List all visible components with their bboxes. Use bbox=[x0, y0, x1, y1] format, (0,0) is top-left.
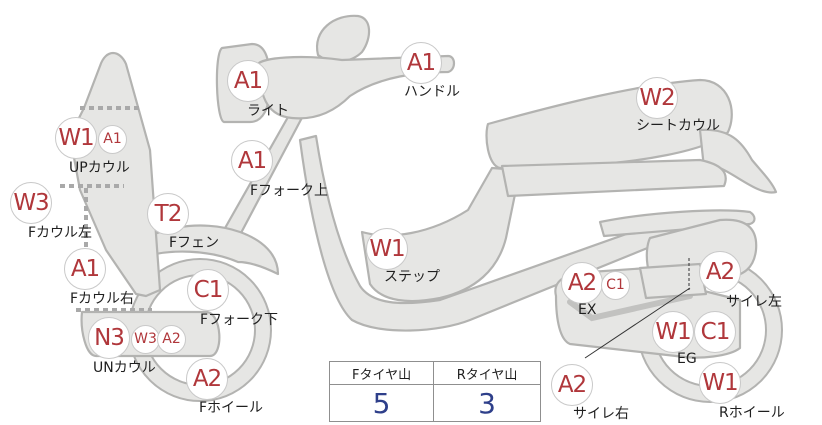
badge-handle-a1: A1 bbox=[400, 42, 442, 84]
rear-cowl bbox=[698, 128, 778, 194]
badge-ex-c1: C1 bbox=[601, 271, 630, 300]
label-seat-cowl: シートカウル bbox=[636, 118, 720, 134]
label-light: ライト bbox=[247, 103, 289, 119]
label-f-wheel: Fホイール bbox=[199, 400, 264, 416]
mirror bbox=[315, 14, 371, 63]
label-up-cowl: UPカウル bbox=[69, 160, 130, 176]
badge-eg-c1: C1 bbox=[694, 311, 736, 353]
label-f-cowl-right: Fカウル右 bbox=[70, 291, 135, 307]
label-step: ステップ bbox=[384, 269, 440, 285]
tire-tread-table: Fタイヤ山 Rタイヤ山 5 3 bbox=[328, 361, 541, 422]
badge-f-wheel-a2: A2 bbox=[186, 358, 228, 400]
rear-tread-header: Rタイヤ山 bbox=[433, 361, 541, 385]
badge-r-wheel-w1: W1 bbox=[699, 362, 741, 404]
badge-f-fender-t2: T2 bbox=[147, 193, 189, 235]
label-ex: EX bbox=[578, 302, 597, 318]
badge-muffler-right-a2: A2 bbox=[551, 364, 593, 406]
badge-step-w1: W1 bbox=[366, 228, 408, 270]
label-handle: ハンドル bbox=[404, 84, 460, 100]
badge-up-cowl-w1: W1 bbox=[55, 117, 97, 159]
front-tread-header: Fタイヤ山 bbox=[328, 361, 435, 385]
label-f-cowl-left: Fカウル左 bbox=[28, 225, 93, 241]
badge-f-fork-lower-c1: C1 bbox=[187, 269, 229, 311]
label-muffler-right: サイレ右 bbox=[573, 406, 629, 422]
label-un-cowl: UNカウル bbox=[93, 360, 156, 376]
badge-un-cowl-n3: N3 bbox=[88, 317, 130, 359]
exhaust-box bbox=[638, 262, 708, 300]
label-f-fork-lower: Fフォーク下 bbox=[200, 312, 279, 328]
front-tread-value: 5 bbox=[328, 384, 435, 422]
seat-cowl-band bbox=[500, 158, 727, 198]
step-panel bbox=[360, 166, 522, 303]
up-cowl-boundary bbox=[60, 106, 152, 312]
rear-rail bbox=[598, 209, 756, 238]
badge-muffler-left-a2: A2 bbox=[699, 251, 741, 293]
badge-up-cowl-a1: A1 bbox=[98, 125, 127, 154]
badge-f-cowl-left-w3: W3 bbox=[10, 182, 52, 224]
badge-ex-a2: A2 bbox=[561, 262, 603, 304]
badge-un-cowl-a2: A2 bbox=[157, 325, 186, 354]
label-muffler-left: サイレ左 bbox=[726, 294, 782, 310]
label-f-fender: Fフェン bbox=[169, 235, 220, 251]
label-r-wheel: Rホイール bbox=[719, 405, 785, 421]
badge-light-a1: A1 bbox=[227, 60, 269, 102]
badge-f-fork-upper-a1: A1 bbox=[231, 140, 273, 182]
badge-seat-cowl-w2: W2 bbox=[636, 77, 678, 119]
label-f-fork-upper: Fフォーク上 bbox=[250, 183, 329, 199]
label-eg: EG bbox=[677, 351, 697, 367]
badge-f-cowl-right-a1: A1 bbox=[64, 248, 106, 290]
badge-eg-w1: W1 bbox=[652, 311, 694, 353]
badge-un-cowl-w3: W3 bbox=[131, 325, 160, 354]
rear-tread-value: 3 bbox=[433, 384, 541, 422]
